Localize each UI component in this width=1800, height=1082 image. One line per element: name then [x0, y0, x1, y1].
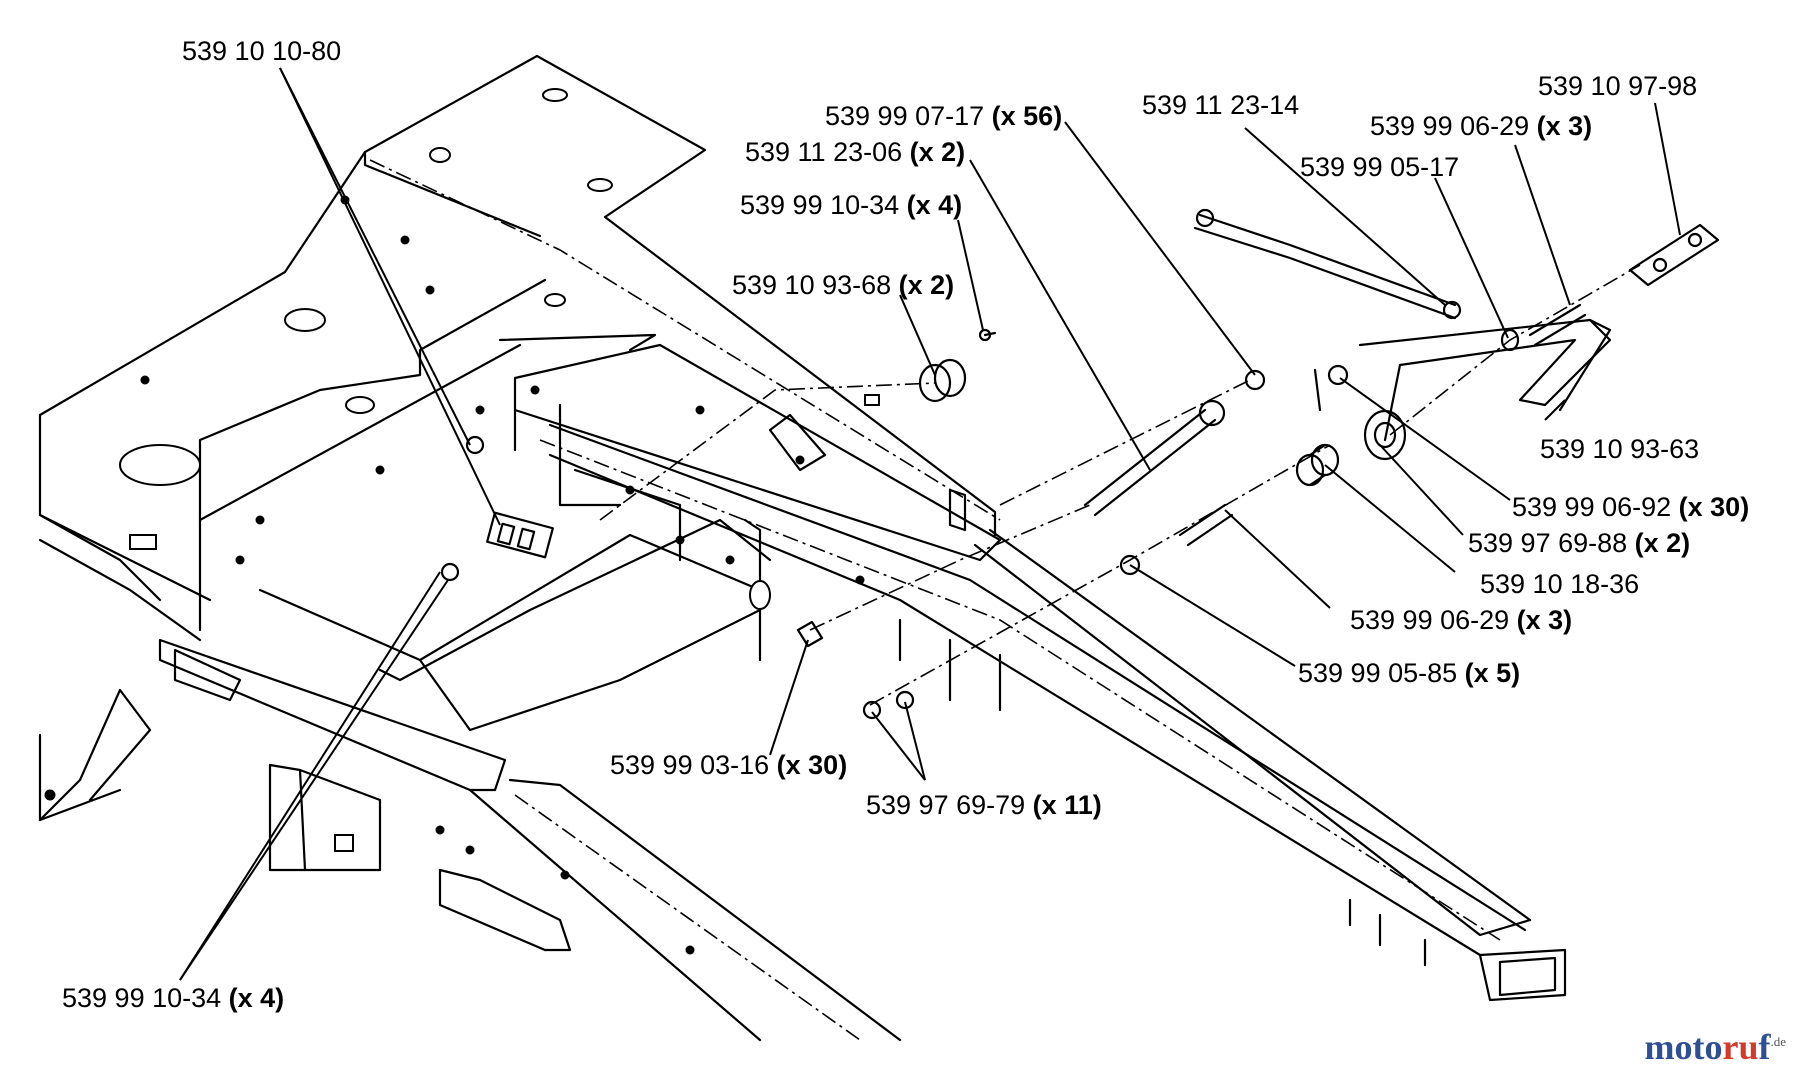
- assembly-lines: [599, 264, 1641, 706]
- callout-label: 539 99 07-17 (x 56): [825, 101, 1063, 131]
- chassis-frame: [38, 54, 1567, 1042]
- callout-label: 539 10 93-63: [1540, 434, 1700, 464]
- hardware-parts: [440, 208, 1720, 720]
- callout-label: 539 99 10-34 (x 4): [740, 190, 963, 220]
- callout-label: 539 99 06-29 (x 3): [1350, 605, 1573, 635]
- callout-label: 539 99 06-29 (x 3): [1370, 111, 1593, 141]
- site-logo: motoruf.de: [1644, 1027, 1786, 1067]
- callout-label: 539 11 23-14: [1142, 90, 1300, 120]
- callout-label: 539 99 03-16 (x 30): [610, 750, 848, 780]
- callout-label: 539 99 10-34 (x 4): [62, 983, 285, 1013]
- callout-label: 539 99 05-85 (x 5): [1298, 658, 1521, 688]
- callout-label: 539 11 23-06 (x 2): [745, 137, 966, 167]
- leader-lines: [179, 67, 1681, 981]
- callout-label: 539 99 06-92 (x 30): [1512, 492, 1750, 522]
- callout-label: 539 99 05-17: [1300, 152, 1460, 182]
- callout-label: 539 10 93-68 (x 2): [732, 270, 955, 300]
- callout-label: 539 10 10-80: [182, 36, 342, 66]
- callout-label: 539 10 18-36: [1480, 569, 1640, 599]
- callout-label: 539 10 97-98: [1538, 71, 1698, 101]
- callout-label: 539 97 69-88 (x 2): [1468, 528, 1691, 558]
- callout-label: 539 97 69-79 (x 11): [866, 790, 1102, 820]
